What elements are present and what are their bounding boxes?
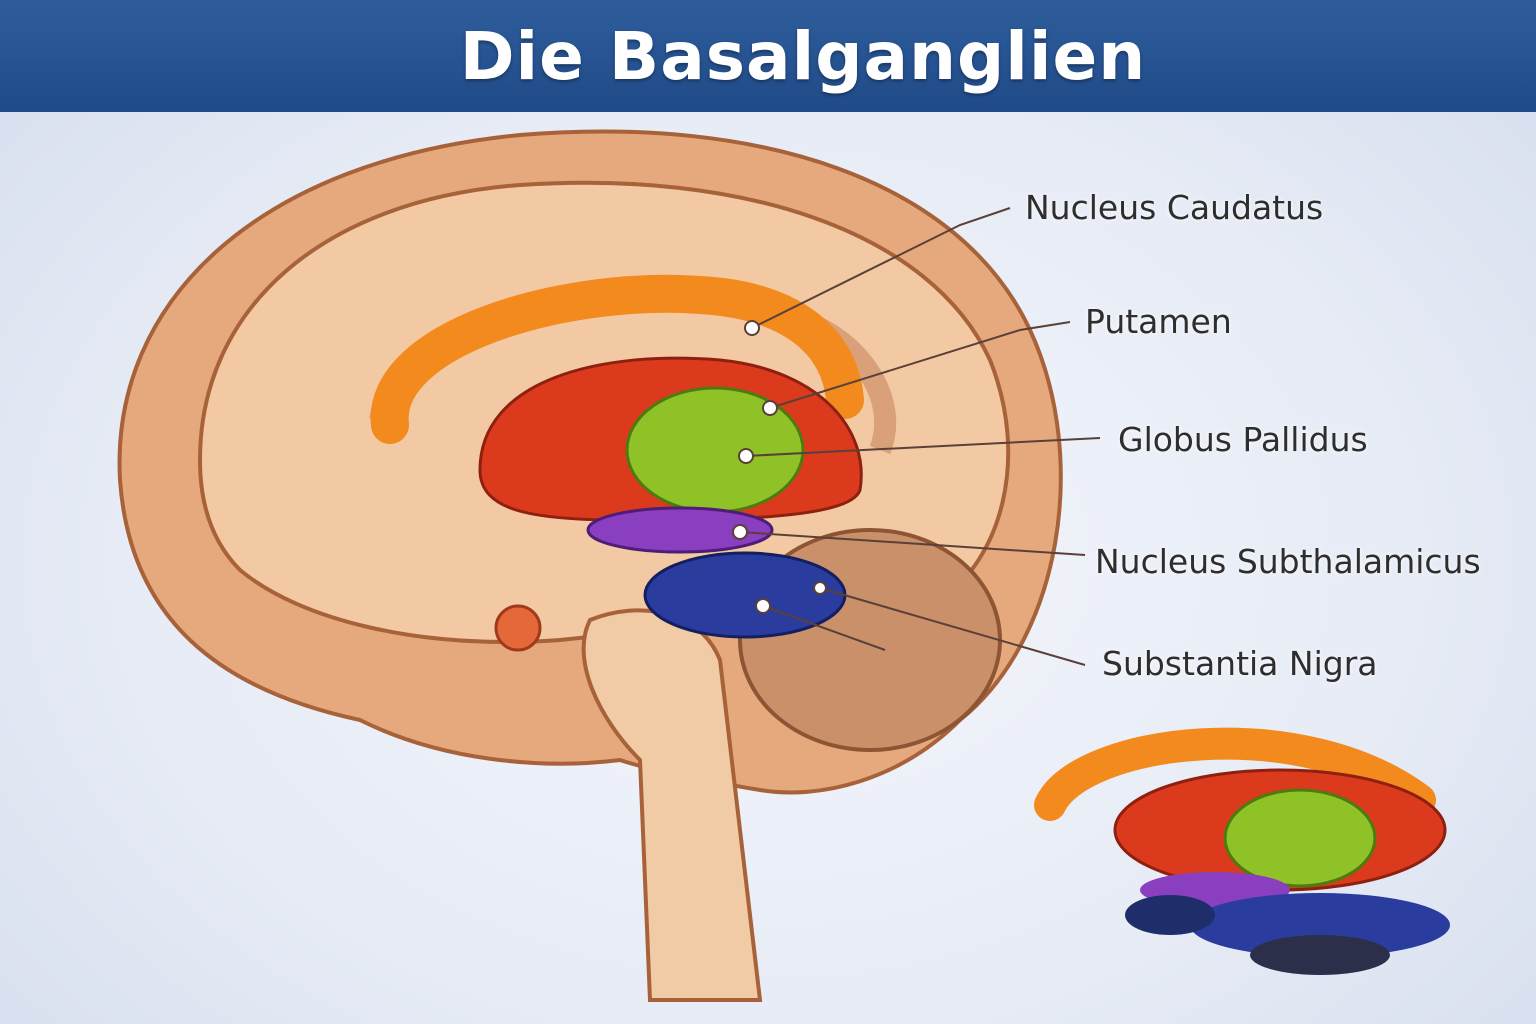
label-substantia-nigra: Substantia Nigra [1102,644,1378,683]
nucleus-caudatus-shape [370,274,864,444]
subthalamicus-shape [586,506,774,554]
page-title: Die Basalganglien [459,17,1147,95]
label-putamen: Putamen [1085,302,1232,341]
basal-ganglia-inset [1034,727,1450,975]
title-banner: Die Basalganglien [0,0,1536,112]
brainstem [581,608,763,1002]
label-globus-pallidus: Globus Pallidus [1118,420,1368,459]
pituitary [494,604,542,652]
label-nucleus-caudatus: Nucleus Caudatus [1025,188,1324,227]
label-nucleus-subthalamicus: Nucleus Subthalamicus [1095,542,1481,581]
